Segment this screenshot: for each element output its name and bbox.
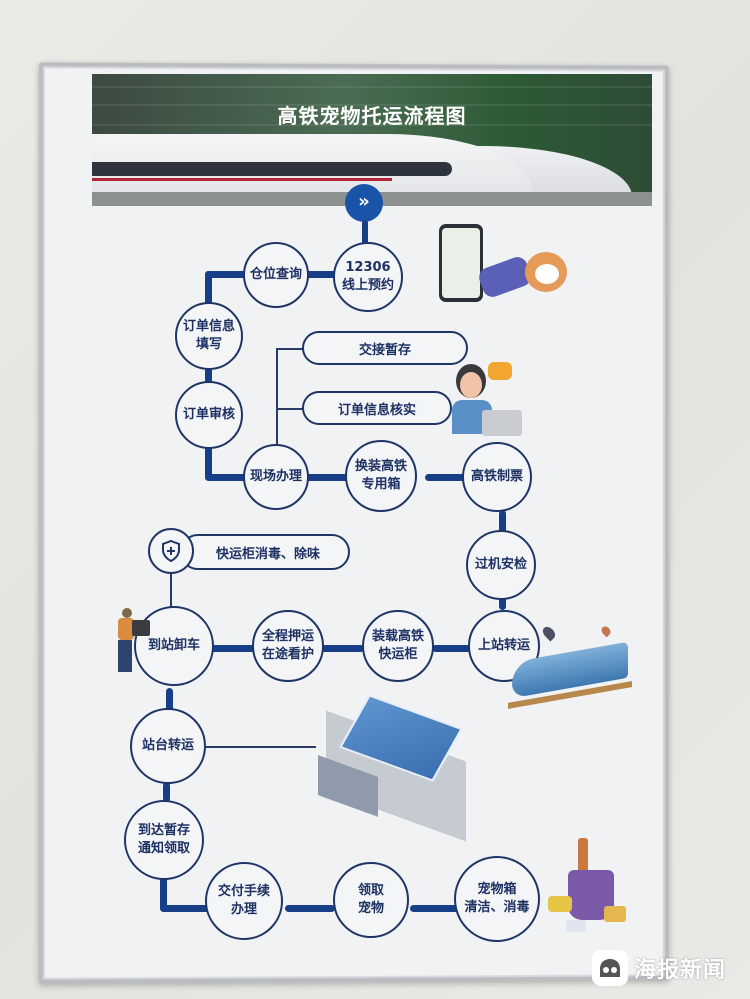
watermark-text: 海报新闻 [634,958,727,983]
step-delivery-procedures: 交付手续 办理 [205,862,283,940]
shield-plus-icon [148,528,194,574]
connector [160,875,167,911]
connector [425,474,465,481]
connector [205,365,212,385]
porter-with-crate-illustration [112,608,152,678]
step-special-box: 换装高铁 专用箱 [345,440,417,512]
connector [499,510,506,534]
connector [432,645,472,652]
header-banner: 高铁宠物托运流程图 [92,74,652,206]
double-chevron-down-icon: » [345,184,383,222]
step-security-scan: 过机安检 [466,530,536,600]
station-building-illustration [306,694,476,842]
step-online-booking: 12306 线上预约 [333,242,403,312]
connector [210,645,264,652]
connector [410,905,460,912]
step-order-review: 订单审核 [175,381,243,449]
watermark: 海报新闻 [592,950,726,986]
branch-line [206,746,316,748]
branch-line [276,348,278,453]
connector [285,905,335,912]
note-order-verification: 订单信息核实 [302,391,452,425]
step-space-query: 仓位查询 [243,242,309,308]
step-unload: 到站卸车 [134,606,214,686]
step-clean-box: 宠物箱 清洁、消毒 [454,856,540,942]
step-escort: 全程押运 在途看护 [252,610,324,682]
connector [205,440,212,480]
connector [160,905,210,912]
step-ticketing: 高铁制票 [462,442,532,512]
step-platform-transfer: 站台转运 [130,708,206,784]
step-load-cabinet: 装载高铁 快运柜 [362,610,434,682]
connector [305,474,350,481]
step-arrival-storage: 到达暂存 通知领取 [124,800,204,880]
connector [163,782,170,802]
high-speed-train-illustration [508,624,632,709]
connector [205,271,255,278]
connector [166,688,173,712]
branch-line [276,348,304,350]
connector [499,594,506,610]
haibao-logo-icon [592,950,628,986]
phone-hand-with-dog-illustration [425,222,575,322]
connector [205,271,212,309]
note-cabinet-disinfection: 快运柜消毒、除味 [180,534,350,570]
connector [362,220,368,248]
branch-line [276,408,304,410]
connector [300,271,340,278]
connector [320,645,364,652]
step-on-site: 现场办理 [243,444,309,510]
note-handover-storage: 交接暂存 [302,331,468,365]
step-pickup-pet: 领取 宠物 [333,862,409,938]
customer-service-agent-illustration [448,360,528,440]
connector [205,474,250,481]
branch-line [170,574,172,608]
cleaning-bucket-illustration [548,838,628,938]
poster-title: 高铁宠物托运流程图 [277,104,467,128]
step-order-info: 订单信息 填写 [175,302,243,370]
